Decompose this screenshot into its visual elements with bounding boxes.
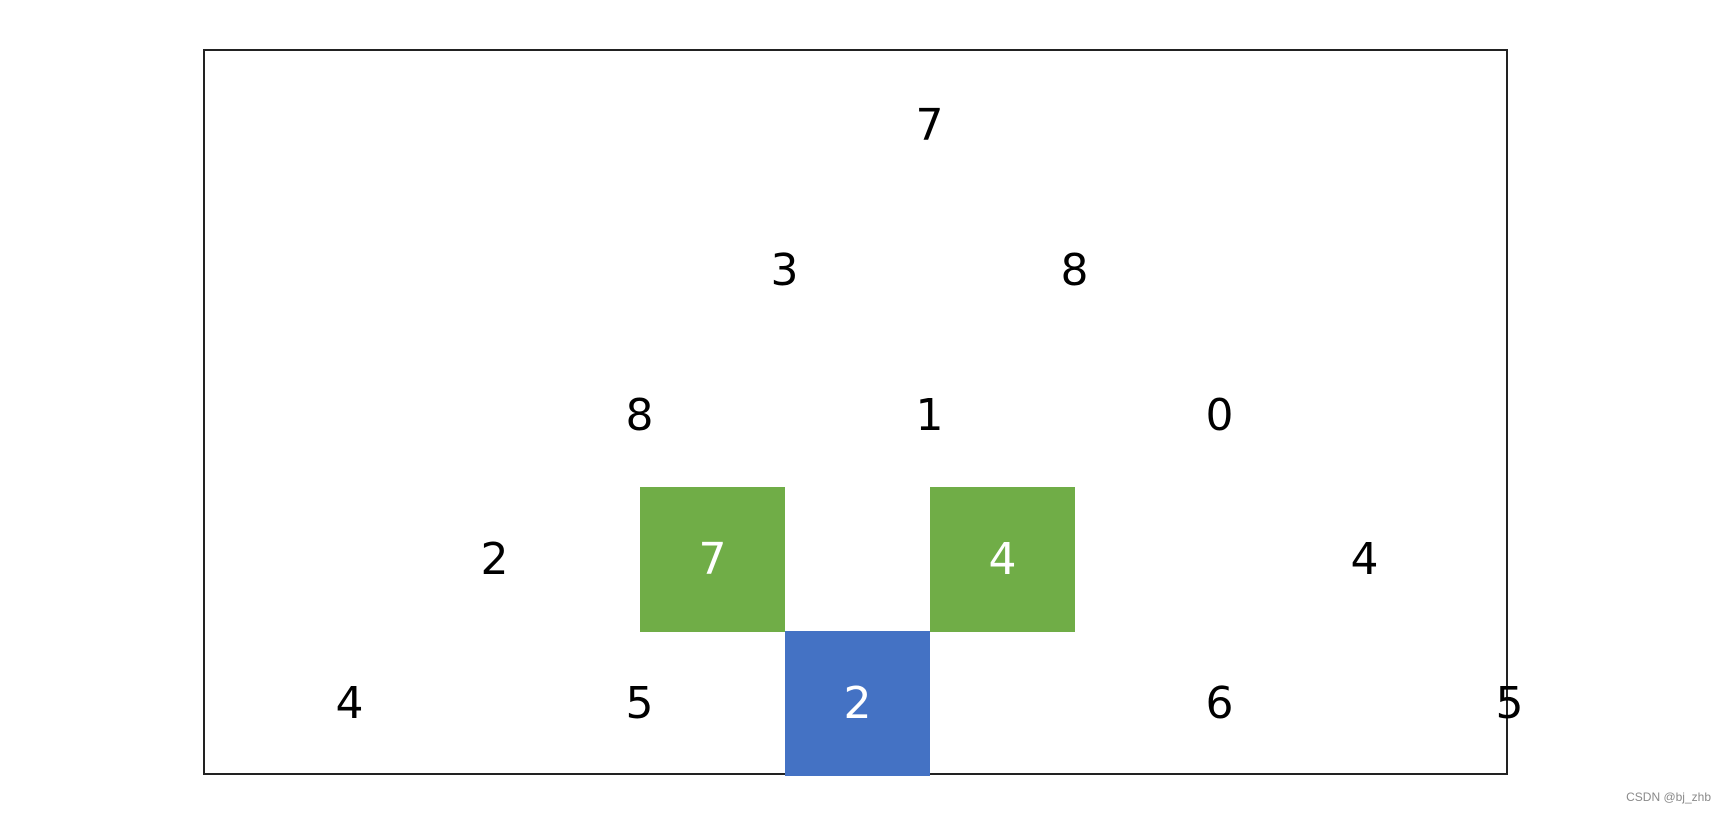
triangle-cell-r1-c0: 3 <box>770 244 799 296</box>
highlighted-cell-r4-c2: 2 <box>785 631 930 776</box>
highlighted-cell-r3-c1: 7 <box>640 487 785 632</box>
watermark-text: CSDN @bj_zhb <box>1626 790 1711 804</box>
number-triangle-diagram: 7 3 8 8 1 0 2 7 4 4 4 5 2 6 5 <box>203 49 1524 776</box>
triangle-cell-r2-c1: 1 <box>915 389 944 441</box>
highlighted-cell-r3-c2: 4 <box>930 487 1075 632</box>
triangle-cell-r3-c3: 4 <box>1350 533 1379 585</box>
triangle-cell-r2-c2: 0 <box>1205 389 1234 441</box>
triangle-cell-r2-c0: 8 <box>625 389 654 441</box>
triangle-cell-r0-c0: 7 <box>915 99 944 151</box>
triangle-cell-r4-c4: 5 <box>1495 677 1524 729</box>
triangle-cell-r4-c0: 4 <box>335 677 364 729</box>
triangle-cell-r3-c0: 2 <box>480 533 509 585</box>
triangle-cell-r1-c1: 8 <box>1060 244 1089 296</box>
triangle-cell-r4-c3: 6 <box>1205 677 1234 729</box>
triangle-cell-r4-c1: 5 <box>625 677 654 729</box>
